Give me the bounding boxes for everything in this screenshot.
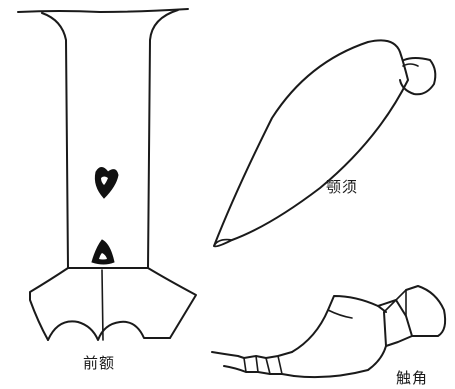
frons-lower-spot [92,240,114,264]
mandible-label: 颚须 [326,176,358,197]
frons-upper-spot [95,168,118,199]
antenna-label: 触角 [396,367,428,388]
antenna-drawing [212,286,445,377]
mandible-drawing [214,40,435,246]
frons-label: 前额 [83,352,115,373]
frons-drawing [18,9,196,340]
